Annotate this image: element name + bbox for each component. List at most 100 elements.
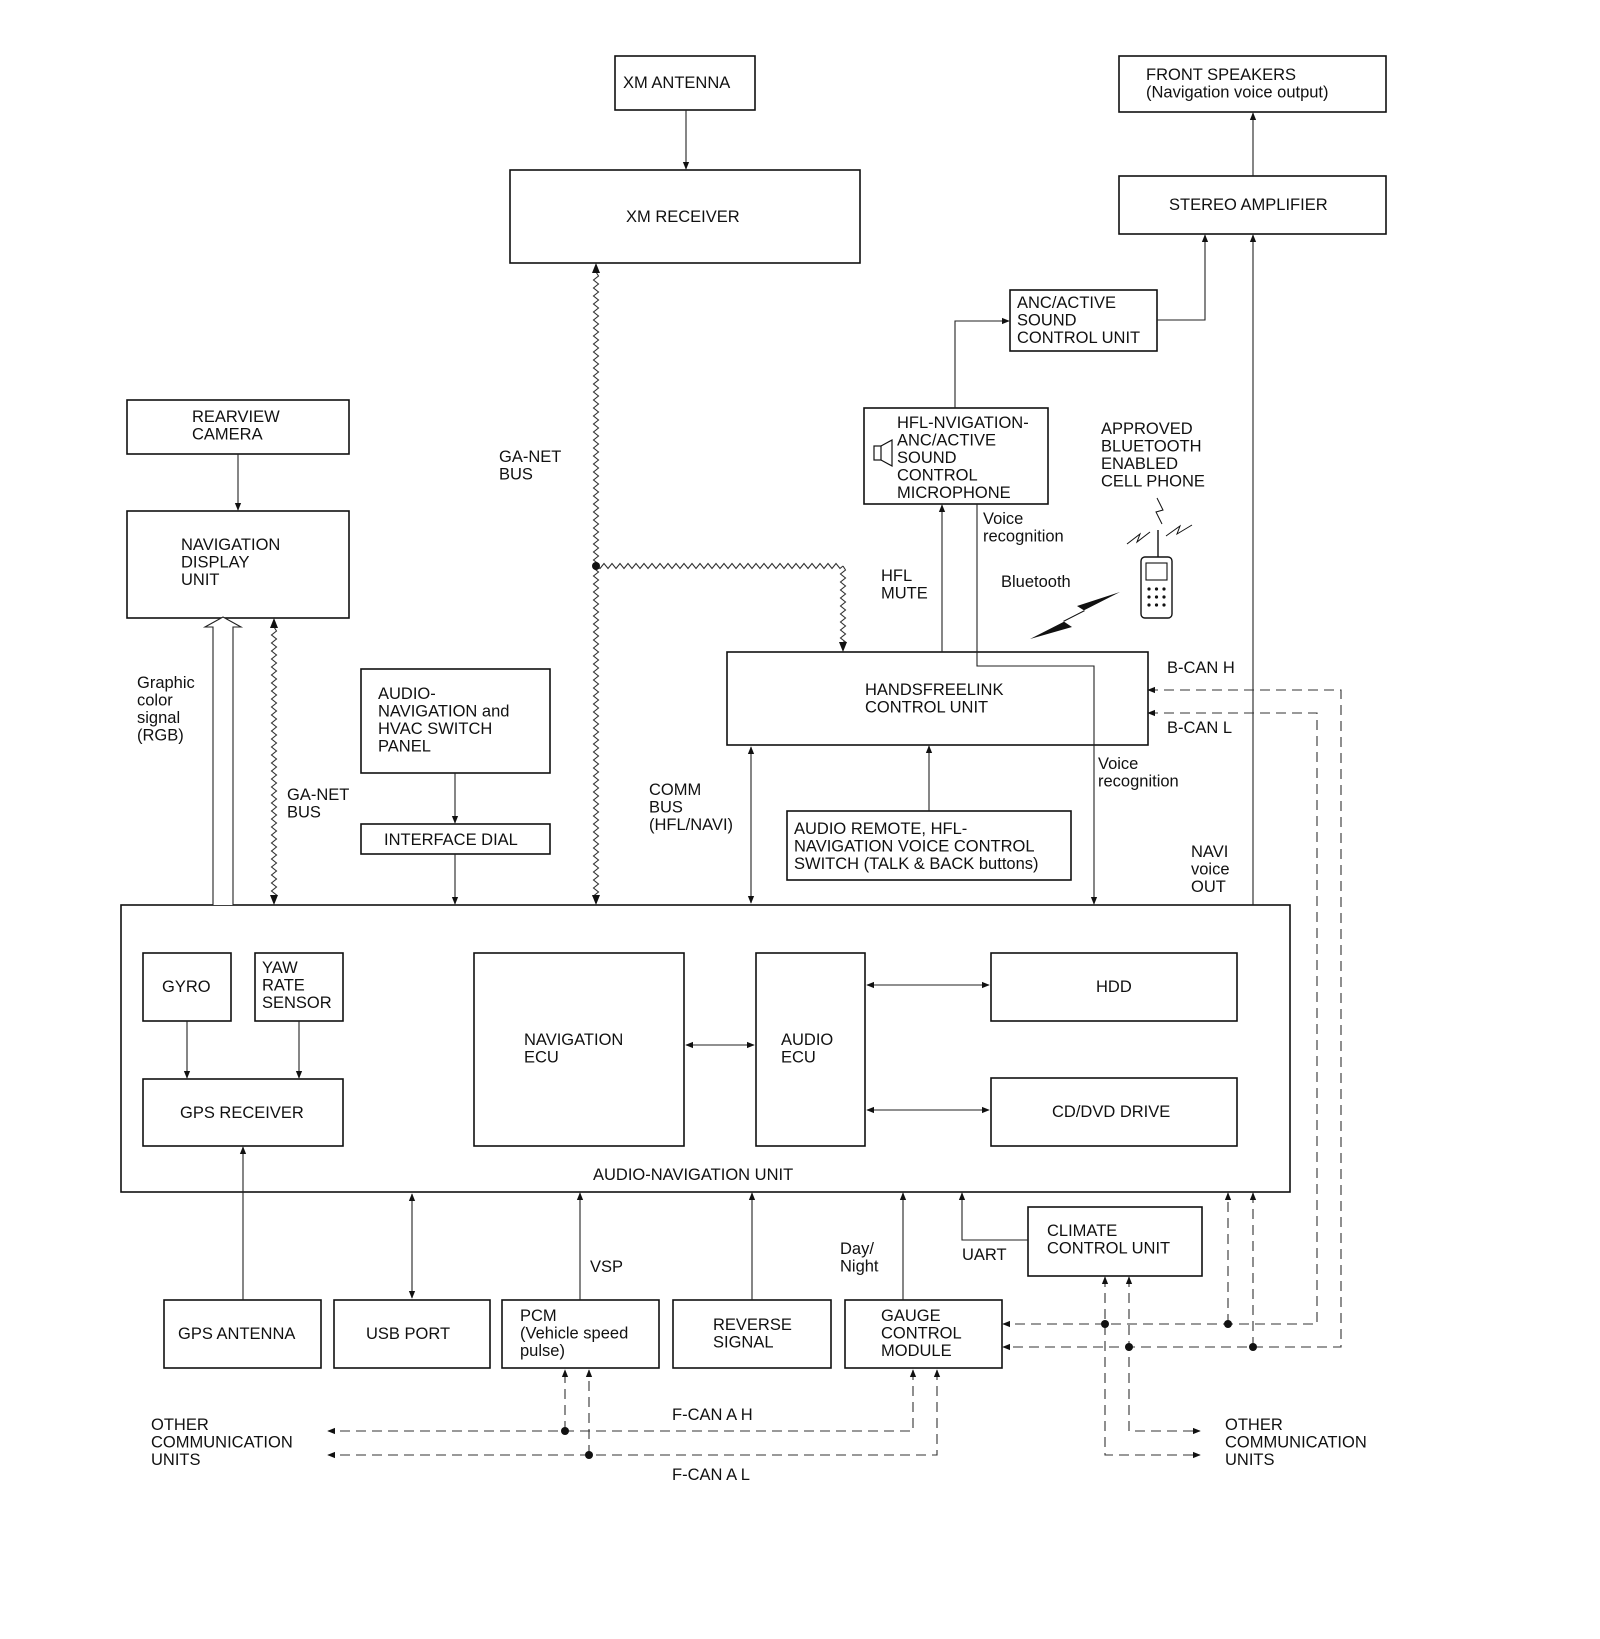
text-line: NAVIGATION VOICE CONTROL bbox=[794, 838, 1035, 856]
text-line: OTHER bbox=[151, 1416, 209, 1434]
f-can-a-h-label: F-CAN A H bbox=[672, 1406, 753, 1424]
text-line: INTERFACE DIAL bbox=[384, 831, 518, 849]
text-line: HFL bbox=[881, 567, 912, 585]
text-line: OTHER bbox=[1225, 1416, 1283, 1434]
text-line: UNITS bbox=[151, 1451, 201, 1469]
text-line: Day/ bbox=[840, 1240, 874, 1258]
text-line: (RGB) bbox=[137, 727, 184, 745]
text-line: recognition bbox=[1098, 773, 1179, 791]
text-line: PCM bbox=[520, 1307, 557, 1325]
cd-dvd-drive-label: CD/DVD DRIVE bbox=[1052, 1103, 1170, 1121]
text-line: Bluetooth bbox=[1001, 573, 1071, 591]
text-line: ANC/ACTIVE bbox=[897, 432, 996, 450]
text-line: AUDIO- bbox=[378, 685, 436, 703]
audio-remote-switch-box: AUDIO REMOTE, HFL-NAVIGATION VOICE CONTR… bbox=[786, 810, 1072, 881]
text-line: GAUGE bbox=[881, 1307, 941, 1325]
text-line: F-CAN A L bbox=[672, 1466, 750, 1484]
text-line: (HFL/NAVI) bbox=[649, 816, 733, 834]
phone-key bbox=[1162, 595, 1166, 599]
phone-key bbox=[1162, 603, 1166, 607]
can-bus-lines bbox=[327, 686, 1342, 1459]
bus-arrowhead bbox=[592, 263, 600, 273]
gyro-label: GYRO bbox=[162, 978, 211, 996]
text-line: COMM bbox=[649, 781, 701, 799]
cell-phone-icon bbox=[1126, 497, 1193, 619]
usb-port-label: USB PORT bbox=[366, 1325, 450, 1343]
hdd-box: HDD bbox=[990, 952, 1238, 1022]
text-line: ANC/ACTIVE bbox=[1017, 294, 1116, 312]
uart-label: UART bbox=[962, 1246, 1007, 1264]
hdd-label: HDD bbox=[1096, 978, 1132, 996]
bus-arrowhead bbox=[592, 895, 600, 905]
text-line: SOUND bbox=[897, 449, 957, 467]
phone-key bbox=[1147, 587, 1151, 591]
interface-dial-box: INTERFACE DIAL bbox=[360, 823, 551, 855]
text-line: REVERSE bbox=[713, 1316, 792, 1334]
text-line: STEREO AMPLIFIER bbox=[1169, 196, 1328, 214]
text-line: CAMERA bbox=[192, 426, 263, 444]
phone-key bbox=[1154, 603, 1159, 607]
text-line: XM RECEIVER bbox=[626, 208, 740, 226]
bus-arrowhead bbox=[839, 642, 847, 652]
text-line: CONTROL bbox=[881, 1325, 962, 1343]
text-line: Graphic bbox=[137, 674, 195, 692]
bluetooth-label: Bluetooth bbox=[1001, 573, 1071, 591]
bus-arrowhead bbox=[270, 895, 278, 905]
text-line: RATE bbox=[262, 977, 305, 995]
text-line: CLIMATE bbox=[1047, 1222, 1117, 1240]
text-line: COMMUNICATION bbox=[1225, 1434, 1367, 1452]
text-line: HANDSFREELINK bbox=[865, 681, 1003, 699]
text-line: F-CAN A H bbox=[672, 1406, 753, 1424]
text-line: ECU bbox=[781, 1049, 816, 1067]
text-line: voice bbox=[1191, 861, 1230, 879]
text-line: HFL-NVIGATION- bbox=[897, 414, 1029, 432]
xm-receiver-box: XM RECEIVER bbox=[509, 169, 861, 264]
text-line: BLUETOOTH bbox=[1101, 438, 1202, 456]
text-line: MICROPHONE bbox=[897, 484, 1011, 502]
text-line: ENABLED bbox=[1101, 455, 1178, 473]
phone-key bbox=[1147, 595, 1151, 599]
text-line: UART bbox=[962, 1246, 1007, 1264]
text-line: (Navigation voice output) bbox=[1146, 84, 1329, 102]
text-line: USB PORT bbox=[366, 1325, 450, 1343]
text-line: MODULE bbox=[881, 1342, 952, 1360]
text-line: MUTE bbox=[881, 585, 928, 603]
text-line: B-CAN L bbox=[1167, 719, 1232, 737]
front-speakers-box: FRONT SPEAKERS(Navigation voice output) bbox=[1118, 55, 1387, 113]
audio-navigation-unit-label: AUDIO-NAVIGATION UNIT bbox=[593, 1166, 793, 1184]
audio-navigation-unit-box: AUDIO-NAVIGATION UNIT bbox=[120, 904, 1291, 1193]
phone-key bbox=[1162, 587, 1166, 591]
ga-net-bus-lines bbox=[270, 263, 848, 905]
text-line: AUDIO bbox=[781, 1031, 833, 1049]
text-line: CONTROL bbox=[897, 467, 978, 485]
cd-dvd-drive-box: CD/DVD DRIVE bbox=[990, 1077, 1238, 1147]
bluetooth-lightning-icon bbox=[1030, 592, 1120, 639]
text-line: (Vehicle speed bbox=[520, 1325, 628, 1343]
text-line: Night bbox=[840, 1258, 879, 1276]
stereo-amplifier-label: STEREO AMPLIFIER bbox=[1169, 196, 1328, 214]
text-line: HDD bbox=[1096, 978, 1132, 996]
microphone-icon bbox=[873, 438, 893, 468]
text-line: GA-NET bbox=[287, 786, 349, 804]
text-line: AUDIO-NAVIGATION UNIT bbox=[593, 1166, 793, 1184]
text-line: NAVIGATION bbox=[181, 536, 280, 554]
text-line: OUT bbox=[1191, 878, 1226, 896]
text-line: BUS bbox=[499, 466, 533, 484]
text-line: CD/DVD DRIVE bbox=[1052, 1103, 1170, 1121]
phone-key bbox=[1154, 595, 1159, 599]
